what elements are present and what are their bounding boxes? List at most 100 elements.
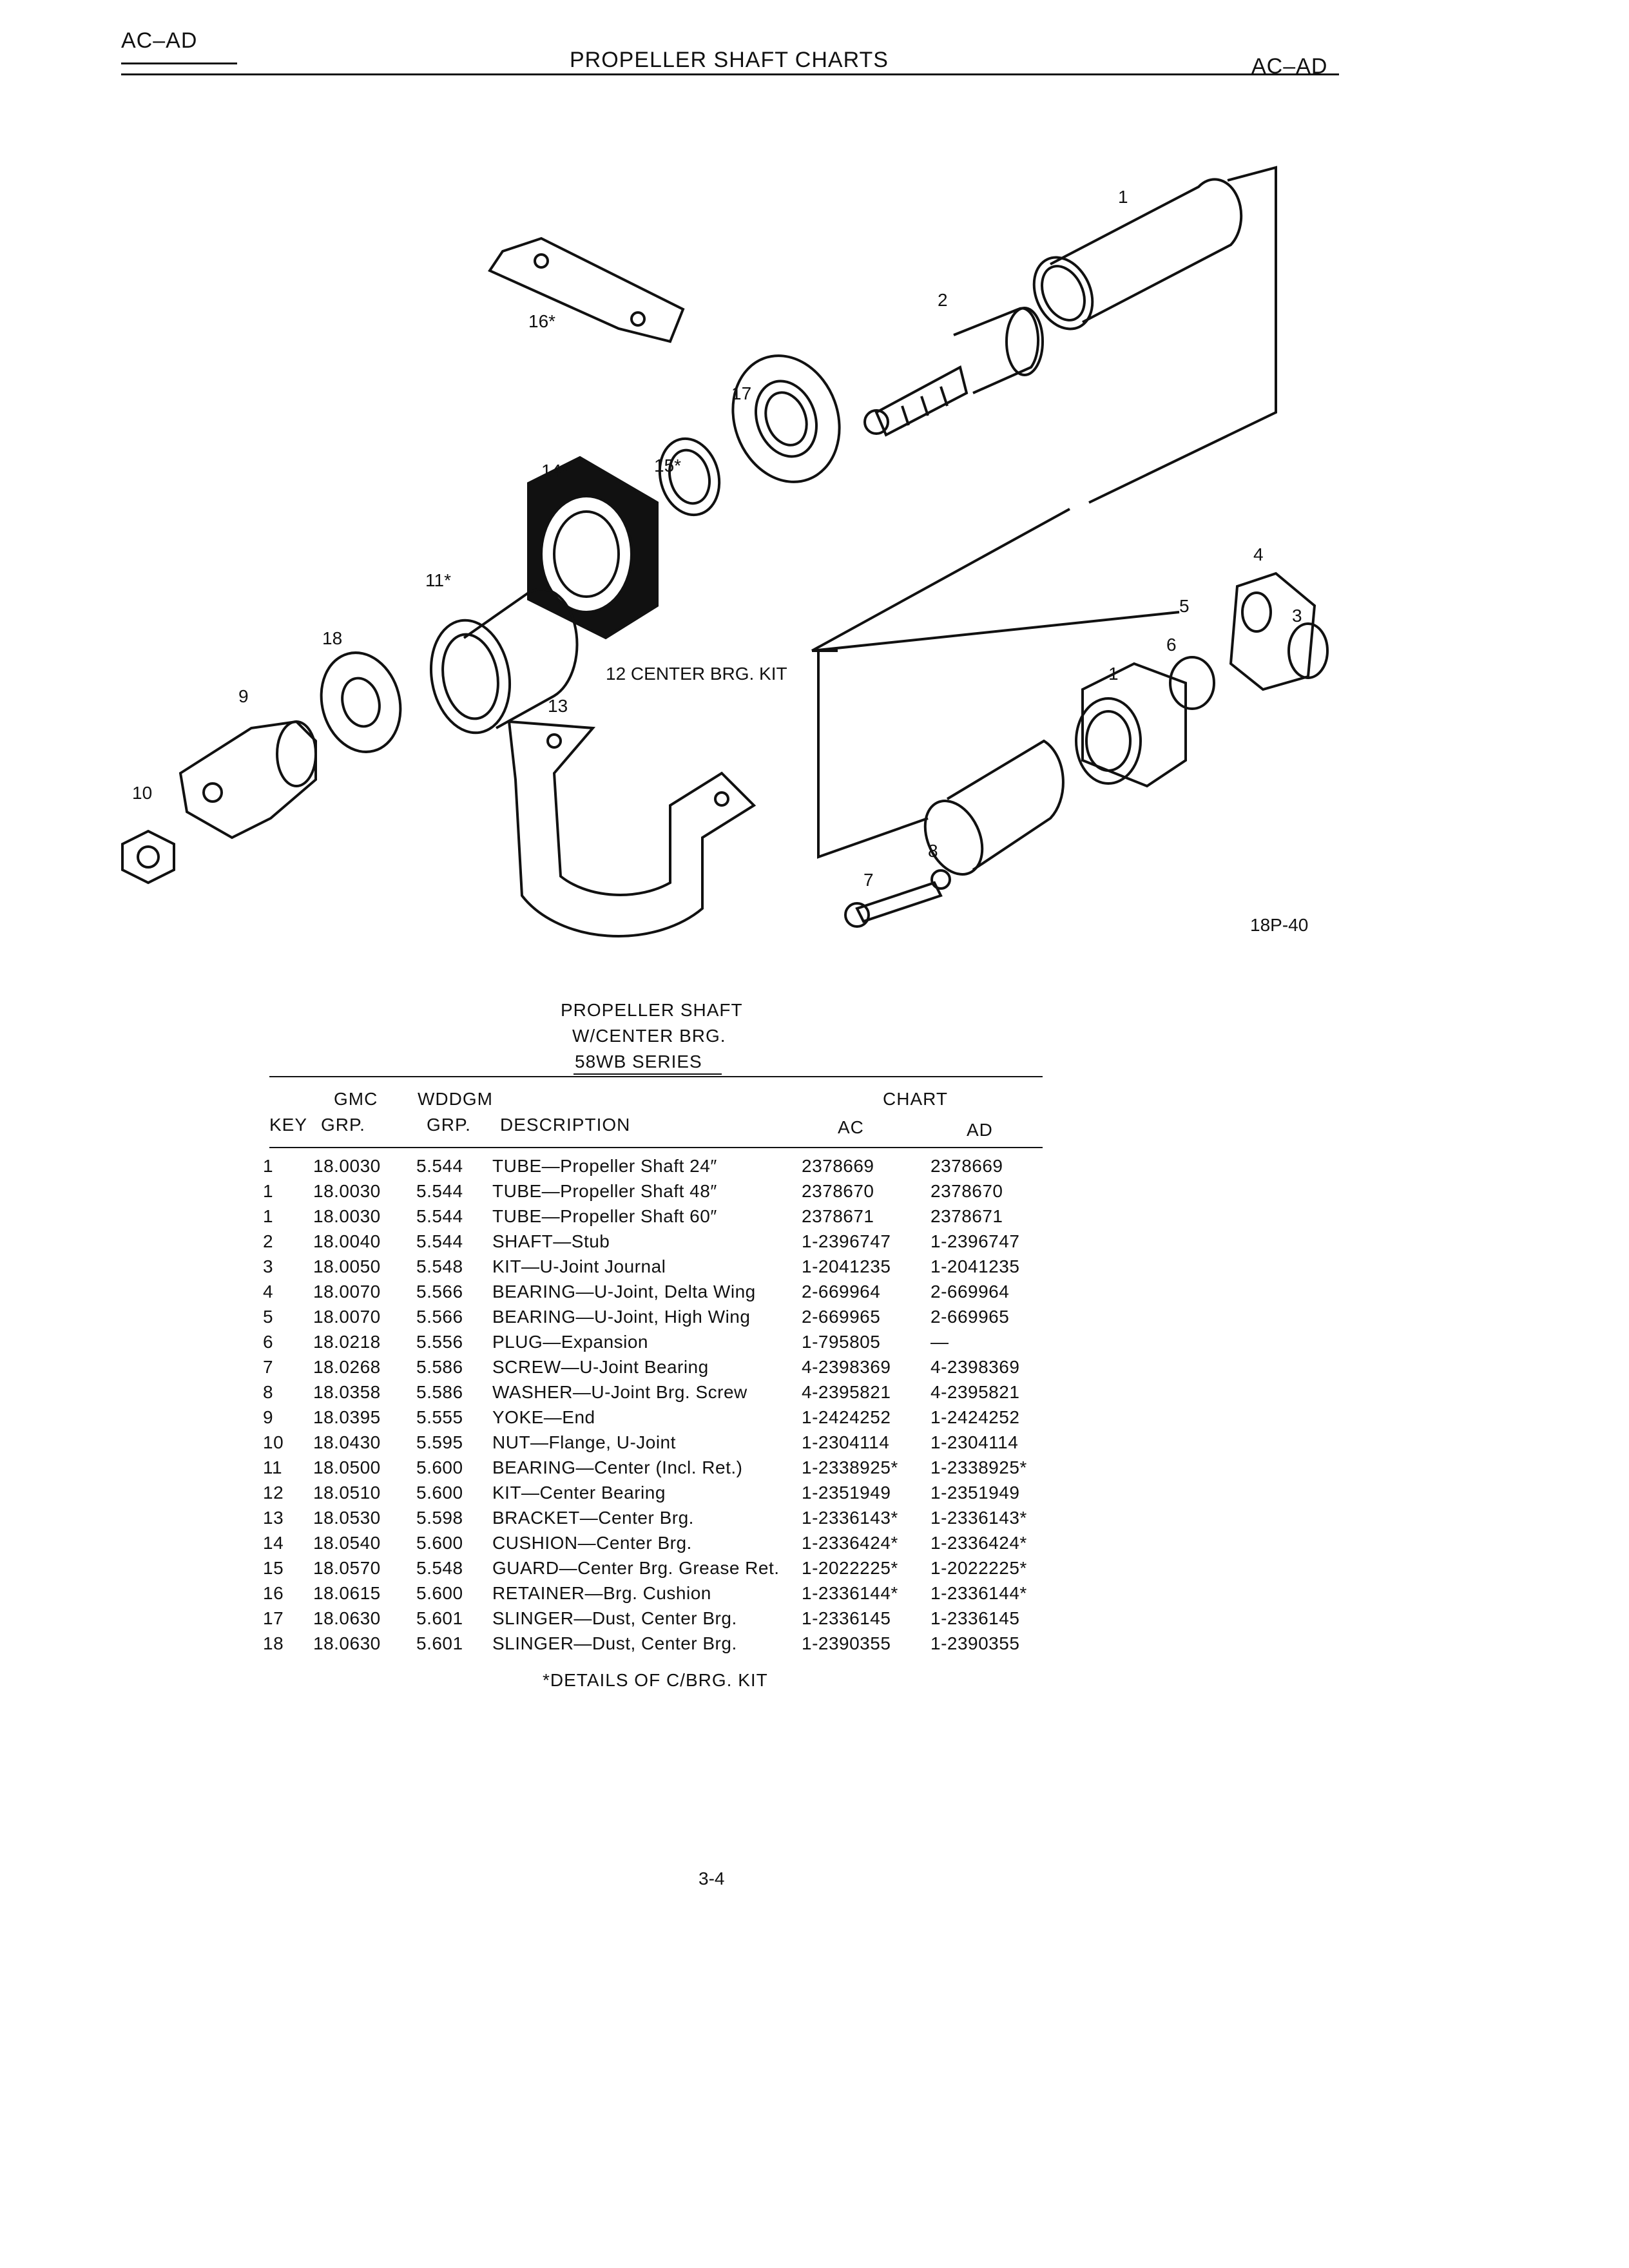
part-slinger-17 (731, 354, 841, 483)
cell-gmc: 18.0268 (313, 1356, 381, 1377)
cell-wd: 5.601 (416, 1633, 463, 1653)
cell-ad: 2-669964 (930, 1281, 1010, 1302)
cell-desc: SLINGER—Dust, Center Brg. (492, 1608, 737, 1628)
part-center-bearing-11 (429, 588, 579, 735)
cell-ac: 1-2041235 (802, 1256, 891, 1276)
callout-16: 16* (528, 311, 555, 331)
part-plug-6 (1169, 656, 1215, 710)
cell-gmc: 18.0030 (313, 1155, 381, 1176)
cell-desc: SCREW—U-Joint Bearing (492, 1356, 709, 1377)
callout-10: 10 (132, 783, 152, 803)
cell-desc: BEARING—U-Joint, High Wing (492, 1306, 751, 1327)
cell-wd: 5.595 (416, 1432, 463, 1452)
callout-15: 15* (654, 456, 681, 476)
cell-ac: 2378670 (802, 1180, 874, 1201)
cell-ad: 1-2336145 (930, 1608, 1020, 1628)
cell-wd: 5.586 (416, 1356, 463, 1377)
cell-ac: 2378671 (802, 1206, 874, 1226)
part-yoke-9 (178, 720, 317, 840)
callout-13: 13 (548, 696, 568, 716)
cell-key: 5 (263, 1306, 274, 1327)
page-title: PROPELLER SHAFT CHARTS (570, 48, 889, 72)
cell-gmc: 18.0630 (313, 1633, 381, 1653)
part-stub-shaft (863, 307, 1044, 437)
cell-ad: 2378670 (930, 1180, 1003, 1201)
cell-wd: 5.548 (416, 1557, 463, 1578)
cell-ad: 1-2041235 (930, 1256, 1020, 1276)
table-top-rule (269, 1076, 1043, 1077)
cell-ad: 1-2022225* (930, 1557, 1027, 1578)
footnote: *DETAILS OF C/BRG. KIT (543, 1670, 768, 1690)
part-screw-7 (844, 881, 943, 928)
cell-key: 17 (263, 1608, 284, 1628)
callout-8: 8 (928, 841, 938, 861)
cell-ad: 2-669965 (930, 1306, 1010, 1327)
part-slinger-18 (320, 651, 402, 753)
cell-key: 9 (263, 1407, 274, 1427)
callout-3: 3 (1292, 606, 1302, 626)
cell-wd: 5.544 (416, 1231, 463, 1251)
callout-18: 18 (322, 628, 342, 648)
col-gmc-bottom: GRP. (321, 1115, 365, 1135)
cell-key: 10 (263, 1432, 284, 1452)
cell-ac: 1-2336424* (802, 1532, 898, 1553)
cell-ac: 2378669 (802, 1155, 874, 1176)
cell-gmc: 18.0530 (313, 1507, 381, 1528)
callout-6: 6 (1166, 635, 1177, 655)
cell-key: 8 (263, 1381, 274, 1402)
cell-gmc: 18.0430 (313, 1432, 381, 1452)
part-retainer-16 (488, 236, 685, 343)
header-rule (121, 73, 1339, 75)
cell-gmc: 18.0500 (313, 1457, 381, 1477)
cell-desc: CUSHION—Center Brg. (492, 1532, 692, 1553)
cell-ad: 1-2351949 (930, 1482, 1020, 1503)
exploded-parts-diagram: 1 2 16* 17 14* 15* 11* 18 12 CENTER BRG.… (121, 166, 1329, 938)
cell-key: 1 (263, 1206, 274, 1226)
cell-desc: WASHER—U-Joint Brg. Screw (492, 1381, 747, 1402)
cell-wd: 5.555 (416, 1407, 463, 1427)
cell-desc: BEARING—Center (Incl. Ret.) (492, 1457, 743, 1477)
cell-ac: 1-2304114 (802, 1432, 890, 1452)
cell-wd: 5.600 (416, 1457, 463, 1477)
table-header-rule (269, 1147, 1043, 1148)
cell-ac: 2-669964 (802, 1281, 881, 1302)
cell-key: 4 (263, 1281, 274, 1302)
cell-ad: 4-2395821 (930, 1381, 1020, 1402)
cell-desc: TUBE—Propeller Shaft 60″ (492, 1206, 717, 1226)
cell-gmc: 18.0070 (313, 1306, 381, 1327)
cell-ac: 1-795805 (802, 1331, 881, 1352)
cell-wd: 5.548 (416, 1256, 463, 1276)
cell-wd: 5.566 (416, 1306, 463, 1327)
cell-key: 1 (263, 1180, 274, 1201)
cell-desc: TUBE—Propeller Shaft 24″ (492, 1155, 717, 1176)
table-row: 5 18.0070 5.566 BEARING—U-Joint, High Wing 2… (263, 1304, 1059, 1329)
col-wd-top: WDDGM (418, 1089, 493, 1109)
callout-17: 17 (731, 383, 751, 403)
cell-desc: BRACKET—Center Brg. (492, 1507, 694, 1528)
cell-key: 1 (263, 1155, 274, 1176)
cell-ac: 1-2390355 (802, 1633, 891, 1653)
header-right-code: AC–AD (1251, 54, 1328, 79)
cell-ad: 1-2390355 (930, 1633, 1020, 1653)
callout-2: 2 (938, 290, 948, 310)
part-u-joint-assembly (1229, 572, 1329, 691)
callout-1-lower: 1 (1108, 664, 1119, 684)
part-washer-8 (930, 869, 951, 890)
cell-desc: KIT—Center Bearing (492, 1482, 666, 1503)
cell-gmc: 18.0630 (313, 1608, 381, 1628)
cell-ac: 1-2338925* (802, 1457, 898, 1477)
cell-key: 6 (263, 1331, 274, 1352)
cell-ad: 1-2336143* (930, 1507, 1027, 1528)
cell-wd: 5.544 (416, 1180, 463, 1201)
cell-desc: YOKE—End (492, 1407, 595, 1427)
cell-ad: 1-2304114 (930, 1432, 1019, 1452)
cell-gmc: 18.0615 (313, 1582, 381, 1603)
part-bracket-13 (507, 720, 757, 938)
